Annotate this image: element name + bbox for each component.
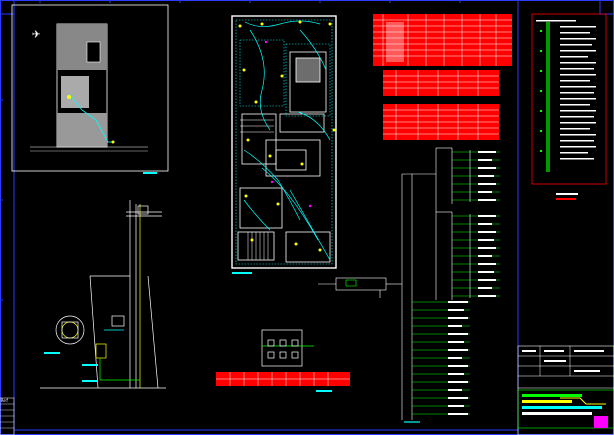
load-table-2 <box>383 70 499 96</box>
site-location-plan: ✈ <box>11 4 169 174</box>
panel-board-detail <box>216 329 350 392</box>
load-table-1 <box>373 14 512 66</box>
notes-panel <box>531 13 607 200</box>
title-block <box>517 345 614 435</box>
north-arrow-icon: ✈ <box>32 26 41 42</box>
floor-plan <box>231 15 337 274</box>
legend-box <box>0 397 15 435</box>
circuit-branches-lower <box>404 301 470 423</box>
legend-label: Ref <box>1 398 9 403</box>
single-line-diagram <box>318 147 452 420</box>
circuit-branches-upper <box>451 148 500 300</box>
riser-detail <box>40 200 166 389</box>
frame-ticks <box>0 0 461 301</box>
load-table-3 <box>383 104 499 140</box>
